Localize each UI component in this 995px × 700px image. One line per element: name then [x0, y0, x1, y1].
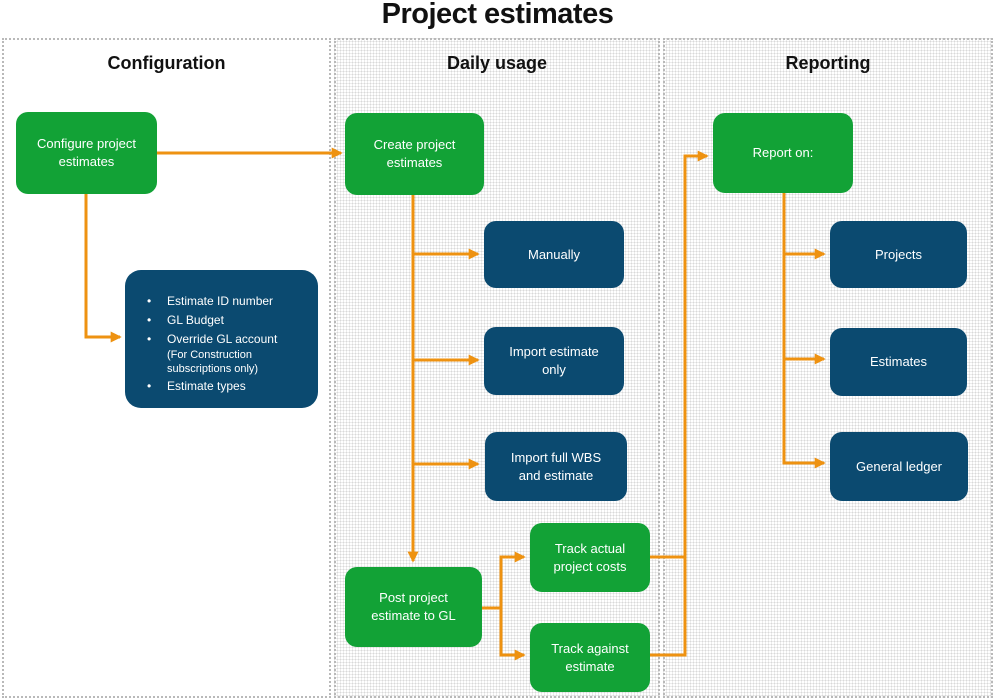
node-label: Import full WBS and estimate — [510, 449, 602, 483]
node-label: Report on: — [752, 145, 814, 161]
node-create-project-estimates: Create project estimates — [345, 113, 484, 195]
node-label: Projects — [875, 246, 922, 262]
configuration-details-list: Estimate ID number GL Budget Override GL… — [125, 270, 318, 395]
node-configure-project-estimates: Configure project estimates — [16, 112, 157, 194]
list-item: Estimate types — [143, 379, 308, 395]
node-import-estimate-only: Import estimate only — [484, 327, 624, 395]
node-post-project-estimate-to-gl: Post project estimate to GL — [345, 567, 482, 647]
list-item-label: Estimate ID number — [167, 294, 274, 308]
node-track-actual-project-costs: Track actual project costs — [530, 523, 650, 592]
node-configuration-details: Estimate ID number GL Budget Override GL… — [125, 270, 318, 408]
node-label: Manually — [527, 246, 581, 262]
node-general-ledger: General ledger — [830, 432, 968, 501]
lane-daily-usage-header: Daily usage — [446, 53, 548, 73]
node-label: Track actual project costs — [553, 540, 627, 574]
node-label: Estimates — [869, 354, 928, 370]
list-item-note: (For Construction subscriptions only) — [167, 348, 259, 376]
node-label: General ledger — [856, 458, 942, 474]
node-report-on: Report on: — [713, 113, 853, 193]
page-title: Project estimates — [381, 0, 614, 30]
list-item: GL Budget — [143, 313, 308, 329]
list-item-label: Override GL account — [167, 331, 278, 346]
node-manually: Manually — [484, 221, 624, 288]
node-label: Track against estimate — [551, 640, 629, 674]
lane-configuration-header: Configuration — [107, 53, 226, 73]
node-import-full-wbs-and-estimate: Import full WBS and estimate — [485, 432, 627, 501]
node-label: Post project estimate to GL — [371, 590, 456, 623]
list-item: Estimate ID number — [143, 294, 308, 310]
list-item-label: Estimate types — [167, 379, 246, 394]
node-projects: Projects — [830, 221, 967, 288]
node-label: Configure project estimates — [37, 136, 136, 169]
list-item: Override GL account (For Construction su… — [143, 332, 308, 377]
node-estimates: Estimates — [830, 328, 967, 396]
node-label: Create project estimates — [373, 137, 456, 170]
list-item-label: GL Budget — [167, 312, 224, 327]
lane-reporting-header: Reporting — [785, 53, 871, 73]
node-label: Import estimate only — [509, 344, 599, 377]
node-track-against-estimate: Track against estimate — [530, 623, 650, 692]
